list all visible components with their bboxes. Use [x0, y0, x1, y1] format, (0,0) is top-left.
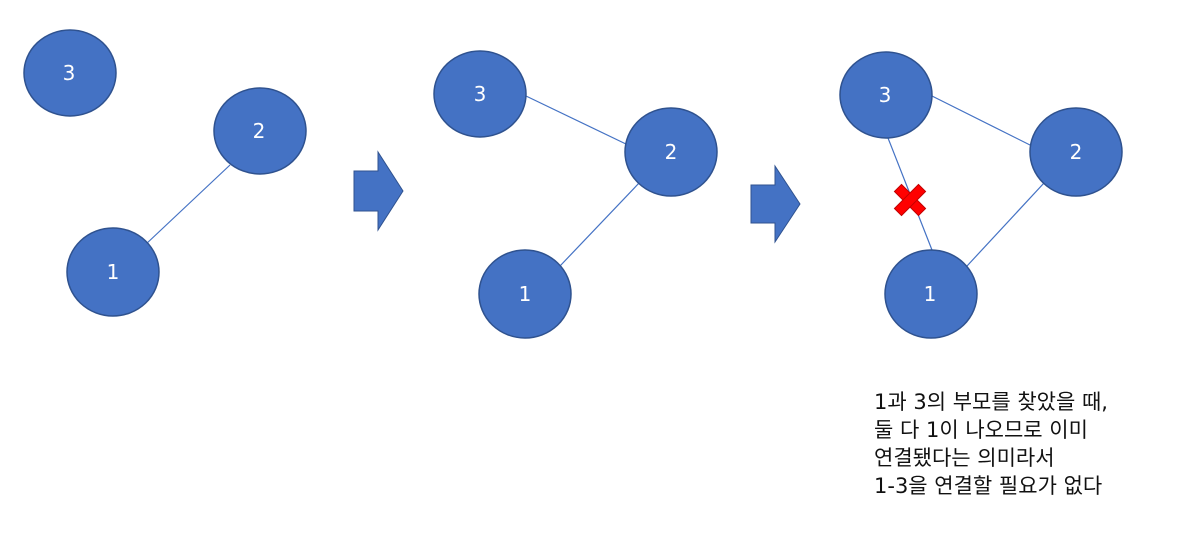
- right-arrow-icon: [750, 164, 801, 244]
- stage-1: 3 2 1: [23, 29, 307, 317]
- stage-2: 3 2 1: [433, 50, 718, 339]
- caption-line: 1과 3의 부모를 찾았을 때,: [874, 390, 1108, 414]
- node-2: 2: [1029, 107, 1123, 197]
- edge-1-2: [559, 181, 641, 267]
- node-label: 3: [63, 61, 76, 85]
- node-label: 1: [924, 282, 937, 306]
- node-2: 2: [213, 87, 307, 175]
- node-3: 3: [839, 51, 933, 139]
- edge-1-2: [144, 164, 231, 246]
- node-label: 2: [1070, 140, 1083, 164]
- node-label: 3: [879, 83, 892, 107]
- node-2: 2: [624, 107, 718, 197]
- caption-line: 1-3을 연결할 필요가 없다: [874, 474, 1103, 498]
- node-1: 1: [884, 249, 978, 339]
- node-label: 3: [474, 82, 487, 106]
- node-1: 1: [478, 249, 572, 339]
- caption-line: 둘 다 1이 나오므로 이미: [874, 418, 1088, 442]
- caption-line: 연결됐다는 의미라서: [874, 446, 1055, 470]
- edge-3-2: [931, 95, 1035, 148]
- node-label: 2: [253, 119, 266, 143]
- right-arrow-icon: [353, 150, 404, 232]
- node-3: 3: [433, 50, 527, 138]
- cross-icon: [893, 183, 927, 217]
- node-label: 1: [107, 260, 120, 284]
- edge-3-2: [525, 95, 629, 146]
- edge-2-1: [966, 182, 1045, 267]
- node-1: 1: [66, 227, 160, 317]
- explanation-caption: 1과 3의 부모를 찾았을 때, 둘 다 1이 나오므로 이미 연결됐다는 의미…: [874, 388, 1186, 500]
- node-label: 2: [665, 140, 678, 164]
- node-3: 3: [23, 29, 117, 117]
- node-label: 1: [519, 282, 532, 306]
- stage-3: 3 2 1: [839, 51, 1123, 339]
